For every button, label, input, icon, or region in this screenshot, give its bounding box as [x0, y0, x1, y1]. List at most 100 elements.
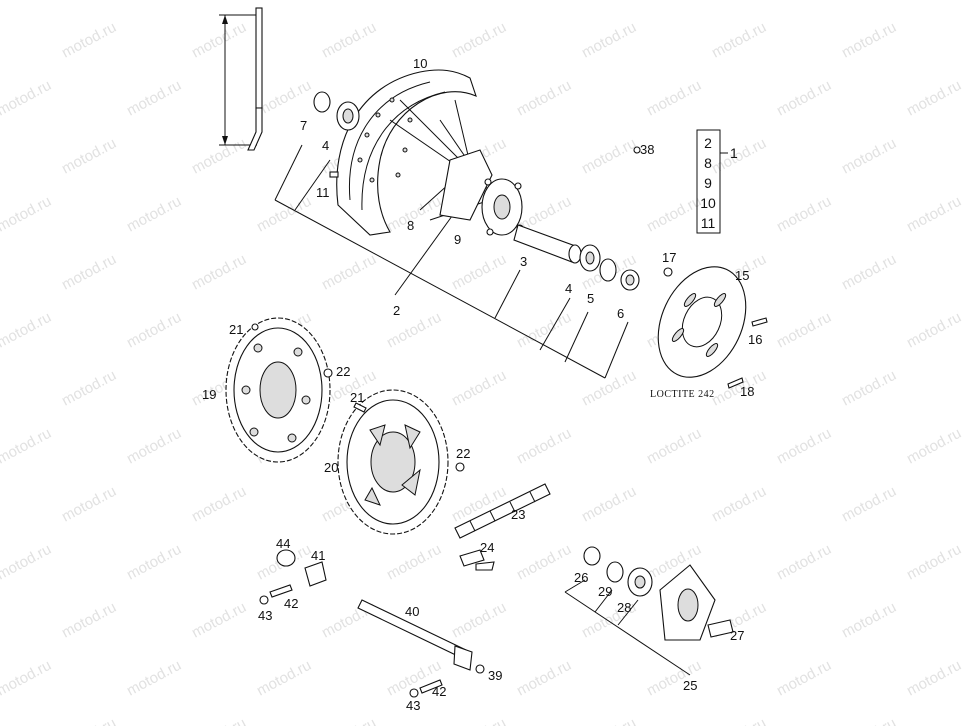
watermark-text: motod.ru — [319, 19, 379, 62]
part-number: 11 — [316, 185, 330, 200]
adjuster-hardware — [259, 549, 443, 698]
watermark-text: motod.ru — [644, 77, 704, 120]
watermark-text: motod.ru — [774, 425, 834, 468]
watermark-text: motod.ru — [124, 541, 184, 584]
watermark-text: motod.ru — [124, 0, 184, 4]
leader-lines — [219, 14, 728, 676]
watermark-text: motod.ru — [904, 309, 964, 352]
brake-disc-part — [633, 146, 768, 389]
watermark-text: motod.ru — [904, 541, 964, 584]
part-number: 17 — [662, 250, 676, 265]
watermark-text: motod.ru — [0, 77, 54, 120]
watermark-text: motod.ru — [254, 77, 314, 120]
watermark-text: motod.ru — [514, 657, 574, 700]
part-number: 22 — [336, 364, 350, 379]
watermark-text: motod.ru — [384, 541, 444, 584]
part-number: 41 — [311, 548, 325, 563]
part-number: 42 — [432, 684, 446, 699]
watermark-text: motod.ru — [839, 19, 899, 62]
watermark-text: motod.ru — [189, 251, 249, 294]
watermark-text: motod.ru — [124, 309, 184, 352]
watermark-text: motod.ru — [774, 657, 834, 700]
watermark-text: motod.ru — [904, 77, 964, 120]
watermark-text: motod.ru — [254, 0, 314, 4]
part-number: 24 — [480, 540, 494, 555]
watermark-text: motod.ru — [774, 77, 834, 120]
hub-part — [389, 99, 524, 236]
watermark-text: motod.ru — [254, 657, 314, 700]
part-number: 16 — [748, 332, 762, 347]
part-number: 43 — [406, 698, 420, 713]
watermark-text: motod.ru — [839, 483, 899, 526]
part-number: 22 — [456, 446, 470, 461]
part-number: 21 — [229, 322, 243, 337]
watermark-text: motod.ru — [774, 0, 834, 4]
watermark-text: motod.ru — [709, 135, 769, 178]
axle-part — [357, 599, 485, 674]
watermark-text: motod.ru — [904, 425, 964, 468]
part-number: 19 — [202, 387, 216, 402]
watermark-text: motod.ru — [189, 483, 249, 526]
watermark-text: motod.ru — [514, 77, 574, 120]
watermark-text: motod.ru — [0, 425, 54, 468]
watermark-text: motod.ru — [319, 715, 379, 726]
watermark-text: motod.ru — [709, 483, 769, 526]
watermark-text: motod.ru — [0, 541, 54, 584]
watermark-text: motod.ru — [59, 483, 119, 526]
spoke-part — [247, 7, 263, 151]
kit-box: 2 8 9 10 11 1 — [696, 129, 738, 234]
part-number: 18 — [740, 384, 754, 399]
sprocket-steel-part — [337, 389, 465, 535]
watermark-text: motod.ru — [579, 135, 639, 178]
watermark-text: motod.ru — [709, 715, 769, 726]
watermark-text: motod.ru — [904, 193, 964, 236]
kit-label: 1 — [730, 145, 738, 161]
watermark-text: motod.ru — [449, 251, 509, 294]
part-number: 4 — [565, 281, 572, 296]
sprocket-carrier-part — [583, 546, 734, 641]
watermark-text: motod.ru — [59, 599, 119, 642]
watermark-text: motod.ru — [904, 657, 964, 700]
spacer-bearing-set — [513, 224, 640, 291]
part-number: 4 — [322, 138, 329, 153]
watermark-text: motod.ru — [449, 715, 509, 726]
bushing-bearing-part — [313, 91, 360, 178]
watermark-text: motod.ru — [189, 599, 249, 642]
watermark-text: motod.ru — [59, 135, 119, 178]
watermark-text: motod.ru — [189, 715, 249, 726]
watermark-text: motod.ru — [0, 193, 54, 236]
watermark-text: motod.ru — [514, 541, 574, 584]
loctite-note: LOCTITE 242 — [650, 389, 715, 400]
watermark-text: motod.ru — [644, 193, 704, 236]
watermark-text: motod.ru — [59, 715, 119, 726]
part-number: 2 — [393, 303, 400, 318]
watermark-text: motod.ru — [254, 193, 314, 236]
part-number: 15 — [735, 268, 749, 283]
watermark-text: motod.ru — [319, 251, 379, 294]
watermark-text: motod.ru — [514, 425, 574, 468]
part-number: 5 — [587, 291, 594, 306]
part-number: 21 — [350, 390, 364, 405]
part-number: 23 — [511, 507, 525, 522]
part-number: 28 — [617, 600, 631, 615]
part-number: 6 — [617, 306, 624, 321]
part-number: 29 — [598, 584, 612, 599]
part-number: 40 — [405, 604, 419, 619]
kit-item: 9 — [704, 175, 712, 191]
part-number: 38 — [640, 142, 654, 157]
watermark-text: motod.ru — [839, 135, 899, 178]
part-number: 3 — [520, 254, 527, 269]
watermark-text: motod.ru — [0, 0, 54, 4]
part-number: 9 — [454, 232, 461, 247]
watermark-text: motod.ru — [644, 425, 704, 468]
watermark-text: motod.ru — [59, 19, 119, 62]
watermark-text: motod.ru — [774, 541, 834, 584]
watermark-text: motod.ru — [644, 0, 704, 4]
part-number: 25 — [683, 678, 697, 693]
wheel-rim-part — [336, 69, 477, 236]
watermark-text: motod.ru — [124, 193, 184, 236]
chain-part — [454, 483, 551, 571]
watermark-text: motod.ru — [449, 367, 509, 410]
